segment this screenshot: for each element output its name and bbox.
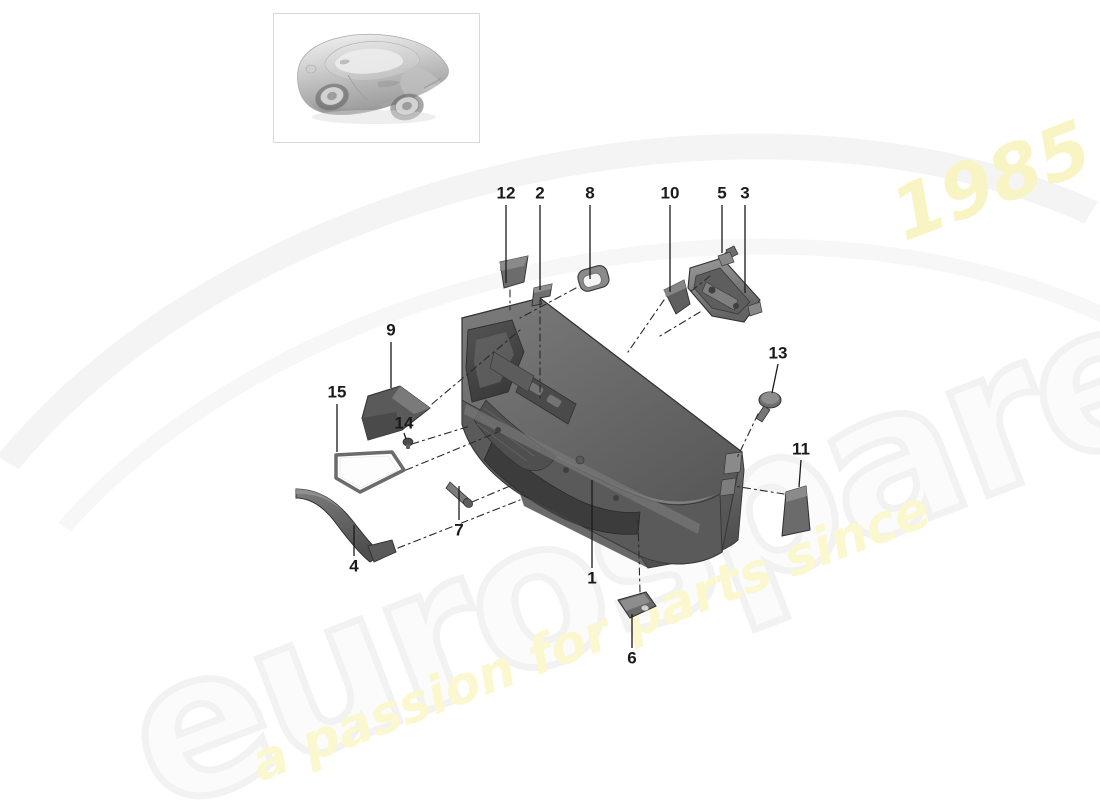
callout-number-8[interactable]: 8 (585, 183, 595, 203)
part-4-grab-handle-rail[interactable] (295, 488, 397, 563)
part-11-side-cover-cap[interactable] (781, 485, 811, 537)
vehicle-thumbnail (273, 13, 480, 143)
leader-line-14 (403, 432, 407, 440)
axis-10 (627, 299, 665, 353)
panel-mount-boss-1 (495, 427, 501, 433)
callout-number-11[interactable]: 11 (792, 439, 810, 459)
panel-lower-shadow (520, 494, 648, 568)
callout-number-2[interactable]: 2 (535, 183, 545, 203)
panel-handle-recess (489, 351, 535, 393)
panel-mount-boss-3 (613, 495, 619, 501)
part-9-corner-trim[interactable] (361, 385, 431, 441)
callout-number-10[interactable]: 10 (660, 183, 680, 203)
axis-7 (471, 485, 511, 503)
part-7-pin-fastener[interactable] (445, 481, 474, 509)
callout-number-14[interactable]: 14 (394, 413, 414, 433)
panel-courtesy-light-socket (575, 455, 585, 465)
part-6-courtesy-light[interactable] (617, 591, 657, 619)
part-12-wedge-clip[interactable] (499, 255, 529, 289)
axis-6 (637, 519, 641, 593)
callout-number-6[interactable]: 6 (627, 648, 637, 668)
axis-14 (411, 425, 471, 445)
part-1-door-trim-panel[interactable] (460, 297, 745, 569)
callout-number-1[interactable]: 1 (587, 568, 597, 588)
axis-4 (397, 499, 521, 549)
callout-number-9[interactable]: 9 (386, 320, 396, 340)
part-10-wedge-clip[interactable] (663, 279, 691, 315)
callout-number-4[interactable]: 4 (349, 556, 359, 576)
vehicle-thumbnail-image (297, 33, 449, 124)
part-8-switch-bezel[interactable] (576, 264, 611, 293)
part-15-trim-frame[interactable] (334, 450, 406, 494)
assembly-axis-lines (397, 275, 785, 593)
callout-number-7[interactable]: 7 (454, 520, 464, 540)
panel-map-pocket (483, 441, 641, 535)
callout-number-3[interactable]: 3 (740, 183, 750, 203)
axis-8 (519, 287, 577, 319)
axis-15 (405, 431, 499, 471)
callout-number-5[interactable]: 5 (717, 183, 727, 203)
callout-number-13[interactable]: 13 (768, 343, 788, 363)
callout-leader-lines (336, 205, 802, 648)
axis-5 (689, 275, 711, 293)
part-2-bracket-clip[interactable] (531, 283, 553, 307)
leader-line-13 (771, 363, 779, 394)
part-14-retaining-clip[interactable] (402, 437, 414, 449)
panel-rear-notch (723, 451, 743, 475)
panel-mount-boss-2 (563, 467, 569, 473)
panel-switch-button-2 (546, 394, 562, 408)
panel-rear-notch-2 (719, 477, 737, 497)
axis-3 (659, 311, 701, 337)
panel-decor-strip (464, 404, 700, 534)
axis-9 (431, 329, 521, 405)
part-3-door-pull-handle[interactable] (687, 251, 763, 323)
callout-number-15[interactable]: 15 (327, 382, 347, 402)
leader-line-11 (798, 459, 802, 488)
part-13-stud-mount[interactable] (755, 391, 782, 423)
callout-number-12[interactable]: 12 (496, 183, 516, 203)
